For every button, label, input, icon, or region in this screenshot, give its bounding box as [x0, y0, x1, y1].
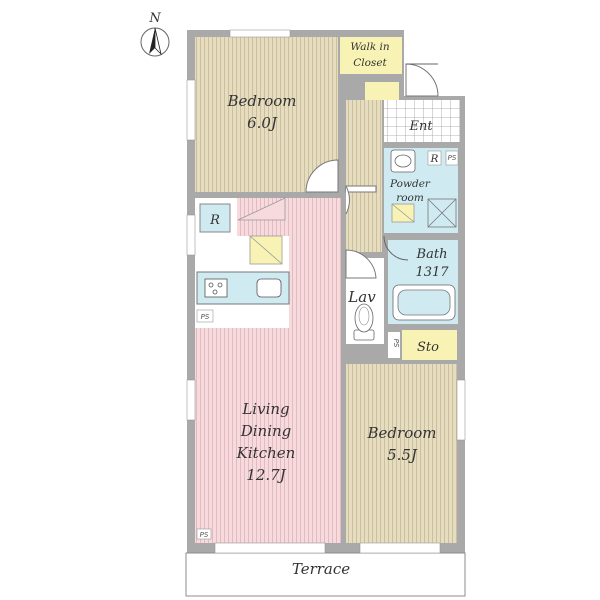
refrigerator-label: R — [209, 213, 220, 228]
refrigerator: R — [199, 203, 231, 233]
bathtub — [392, 284, 456, 321]
closet-name-2: Closet — [353, 57, 387, 69]
toilet — [353, 303, 375, 341]
powder-room-name-2: room — [396, 192, 424, 204]
upper-cabinet — [237, 197, 286, 221]
lavatory-label: Lav — [347, 288, 376, 306]
ldk-name-1: Living — [241, 400, 289, 418]
door-bath — [383, 235, 409, 261]
bath-name: Bath — [416, 247, 448, 262]
compass-label: N — [148, 11, 161, 26]
washer-space: R — [427, 150, 442, 166]
kitchen-counter — [196, 271, 290, 305]
door-bedroom-north — [305, 159, 339, 193]
room-entrance — [384, 100, 460, 142]
pipe-space-label: PS — [200, 531, 209, 539]
powder-room-name-1: Powder — [389, 178, 431, 190]
bedroom-south-size: 5.5J — [387, 446, 418, 464]
hallway — [346, 100, 382, 252]
stove-icon — [204, 278, 228, 298]
north-arrow-icon — [140, 27, 170, 57]
terrace-label: Terrace — [292, 560, 350, 578]
pipe-space-powder: PS — [445, 150, 459, 166]
compass: N — [140, 11, 170, 57]
washer-label: R — [430, 153, 439, 165]
closet-shelf — [365, 82, 399, 100]
room-bedroom-north — [195, 37, 338, 192]
room-storage — [402, 330, 457, 360]
pipe-space-storage — [388, 332, 400, 358]
pipe-space-storage-tag: PS — [392, 339, 400, 348]
ldk-name-2: Dining — [240, 422, 292, 440]
storage-label: Sto — [417, 340, 439, 355]
entrance-label: Ent — [408, 119, 433, 134]
pipe-space-label: PS — [201, 313, 210, 321]
ldk-name-3: Kitchen — [236, 444, 296, 462]
kitchen-storage — [249, 235, 283, 265]
pipe-space-ldk: PS — [196, 528, 212, 540]
door-entrance — [405, 63, 439, 97]
closet-name-1: Walk in — [350, 41, 390, 53]
pipe-space-label: PS — [392, 339, 400, 348]
room-walk-in-closet — [340, 37, 402, 74]
door-hall — [345, 185, 377, 193]
pipe-space-label: PS — [448, 154, 457, 162]
washbasin — [390, 149, 416, 173]
door-lavatory — [345, 249, 377, 279]
pipe-space-kitchen: PS — [196, 309, 214, 323]
bedroom-north-name: Bedroom — [227, 92, 297, 110]
sink-icon — [256, 278, 282, 298]
room-bedroom-south — [346, 364, 457, 543]
bedroom-south-name: Bedroom — [367, 424, 437, 442]
ldk-size: 12.7J — [246, 466, 286, 484]
bath-size: 1317 — [415, 265, 449, 280]
windows — [186, 29, 466, 554]
powder-storage — [391, 203, 415, 223]
bedroom-north-size: 6.0J — [247, 114, 278, 132]
washing-machine — [427, 198, 457, 228]
